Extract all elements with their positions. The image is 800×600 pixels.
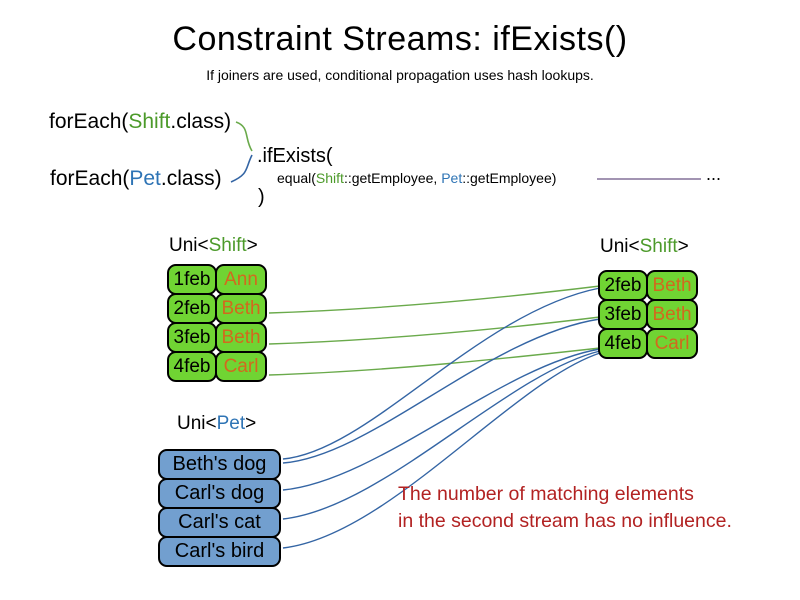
uni-shift-right-header: Uni<Shift> <box>600 236 689 258</box>
code-ellipsis: ... <box>706 164 722 184</box>
code-close-paren: ) <box>258 186 265 208</box>
shift-date-cell: 1feb <box>167 264 217 295</box>
uni-shift-left-header: Uni<Shift> <box>169 235 258 257</box>
code-text: .class) <box>160 167 222 190</box>
pet-class-token: Pet <box>441 170 463 186</box>
header-text: > <box>246 235 258 256</box>
code-text: ::getEmployee) <box>462 170 557 186</box>
shift-employee-cell: Beth <box>646 270 698 301</box>
table-row: Carl's bird <box>158 536 281 567</box>
header-text: Uni< <box>169 235 209 256</box>
shift-employee-cell: Beth <box>215 322 267 353</box>
note-line-2: in the second stream has no influence. <box>398 510 732 532</box>
connector-shift-2feb <box>268 285 601 314</box>
pet-label-cell: Beth's dog <box>158 449 281 480</box>
table-row: Carl's cat <box>158 507 281 538</box>
code-ifexists: .ifExists( <box>257 145 333 167</box>
brace-green <box>235 121 253 152</box>
shift-type-token: Shift <box>639 236 678 257</box>
shift-employee-cell: Ann <box>215 264 267 295</box>
shift-date-cell: 3feb <box>598 299 648 330</box>
connector-bethsdog-3feb <box>282 318 601 464</box>
page-subtitle: If joiners are used, conditional propaga… <box>206 67 594 83</box>
code-foreach-shift: forEach(Shift.class) <box>49 110 231 134</box>
shift-date-cell: 2feb <box>167 293 217 324</box>
shift-employee-cell: Carl <box>646 328 698 359</box>
code-text: ::getEmployee, <box>343 170 442 186</box>
shift-date-cell: 4feb <box>598 328 648 359</box>
table-row: Beth's dog <box>158 449 281 480</box>
code-text: .class) <box>170 110 232 133</box>
connector-carlsbird-4feb <box>282 352 601 549</box>
shift-class-token: Shift <box>128 110 171 133</box>
shift-date-cell: 4feb <box>167 351 217 382</box>
shift-date-cell: 3feb <box>167 322 217 353</box>
shift-type-token: Shift <box>208 235 247 256</box>
code-equal-joiner: equal(Shift::getEmployee, Pet::getEmploy… <box>277 170 556 186</box>
shift-date-cell: 2feb <box>598 270 648 301</box>
pet-table: Beth's dog Carl's dog Carl's cat Carl's … <box>158 449 281 567</box>
uni-pet-header: Uni<Pet> <box>177 413 256 435</box>
code-text: forEach( <box>49 110 129 133</box>
table-row: Carl's dog <box>158 478 281 509</box>
pet-label-cell: Carl's dog <box>158 478 281 509</box>
connector-shift-4feb <box>268 347 601 376</box>
code-foreach-pet: forEach(Pet.class) <box>50 167 222 191</box>
pet-type-token: Pet <box>216 413 246 434</box>
header-text: > <box>245 413 257 434</box>
brace-blue <box>230 154 253 183</box>
code-text: forEach( <box>50 167 130 190</box>
note-line-1: The number of matching elements <box>398 483 694 505</box>
pet-label-cell: Carl's bird <box>158 536 281 567</box>
connector-bethsdog-2feb <box>282 287 601 460</box>
shift-employee-cell: Carl <box>215 351 267 382</box>
page-title: Constraint Streams: ifExists() <box>172 20 628 58</box>
connector-shift-3feb <box>268 316 601 345</box>
shift-employee-cell: Beth <box>215 293 267 324</box>
pet-label-cell: Carl's cat <box>158 507 281 538</box>
header-text: Uni< <box>177 413 217 434</box>
shift-class-token: Shift <box>315 170 344 186</box>
pet-class-token: Pet <box>129 167 161 190</box>
code-text: equal( <box>277 170 316 186</box>
connector-carlscat-4feb <box>282 350 601 520</box>
header-text: > <box>677 236 689 257</box>
note-text: The number of matching elements in the s… <box>398 481 732 535</box>
shift-employee-cell: Beth <box>646 299 698 330</box>
connector-carlsdog-4feb <box>282 348 601 491</box>
header-text: Uni< <box>600 236 640 257</box>
